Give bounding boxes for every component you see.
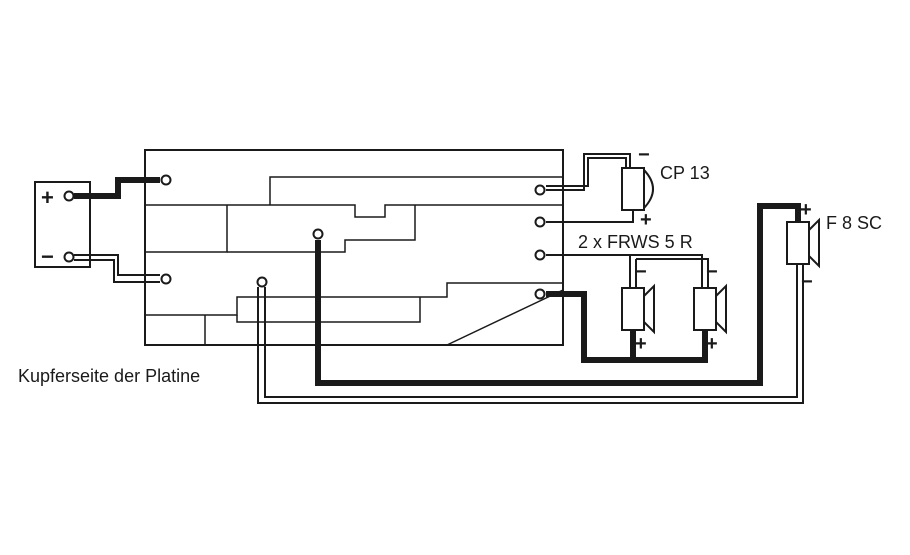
pad-tweeter-plus (534, 216, 546, 228)
midrange-right-body (693, 287, 717, 331)
pad-tweeter-minus (534, 184, 546, 196)
input-plus-sign: + (41, 185, 54, 210)
mid-wire-minus-a (546, 254, 703, 288)
input-terminal: + − (34, 181, 91, 269)
mid-wire-minus-d (636, 258, 709, 288)
tweeter-wire-minus-b (546, 157, 627, 187)
tweeter-wire-plus (546, 210, 634, 223)
pcb-trace-diagonal (446, 289, 564, 346)
pcb-trace-d (227, 205, 416, 253)
input-wire-minus-b (74, 259, 160, 283)
woofer-cone (808, 217, 820, 269)
pcb-caption: Kupferseite der Platine (18, 366, 200, 386)
tweeter-cp13: − + CP 13 (621, 144, 710, 231)
pad-mid-plus (534, 288, 546, 300)
tweeter-dome (643, 169, 654, 209)
pcb-trace-a (145, 204, 563, 218)
input-wire-minus-a (74, 254, 160, 276)
woofer-minus-sign: − (801, 271, 813, 293)
woofer-f8sc: + − F 8 SC (786, 199, 882, 293)
pcb-trace-c (145, 205, 228, 253)
midrange-left-minus-sign: − (635, 261, 647, 283)
pad-input-minus (160, 273, 172, 285)
pad-woofer-return (256, 276, 268, 288)
tweeter-wire-minus-a (546, 153, 631, 191)
pad-woofer-out (312, 228, 324, 240)
pad-mid-minus (534, 249, 546, 261)
label-f8sc: F 8 SC (826, 213, 882, 233)
woofer-body (786, 221, 810, 265)
midrange-left-cone (643, 283, 655, 335)
woofer-plus-sign: + (800, 199, 812, 221)
label-frws: 2 x FRWS 5 R (578, 232, 693, 252)
mid-wire-plus (546, 291, 708, 363)
pcb-trace-b (269, 176, 563, 205)
woofer-wire-minus-b (264, 264, 798, 398)
tweeter-plus-sign: + (640, 209, 652, 231)
tweeter-body (621, 167, 645, 211)
pcb-outline (144, 149, 564, 346)
pad-input-plus (160, 174, 172, 186)
input-terminal-pad-plus (63, 190, 75, 202)
pcb-board (144, 149, 564, 346)
midrange-right-minus-sign: − (706, 261, 718, 283)
input-wire-plus (74, 177, 160, 199)
pcb-trace-g (236, 297, 421, 323)
tweeter-minus-sign: − (638, 144, 650, 166)
midrange-right-cone (715, 283, 727, 335)
woofer-wire-plus (315, 203, 801, 386)
midrange-left-body (621, 287, 645, 331)
pcb-trace-e (145, 252, 564, 316)
midrange-right: − + (693, 261, 727, 355)
midrange-left: − + (621, 261, 655, 355)
input-minus-sign: − (41, 244, 54, 269)
input-terminal-box (34, 181, 91, 268)
woofer-wire-minus-a (257, 264, 804, 404)
input-terminal-pad-minus (63, 251, 75, 263)
midrange-right-plus-sign: + (706, 333, 718, 355)
label-cp13: CP 13 (660, 163, 710, 183)
midrange-left-plus-sign: + (635, 333, 647, 355)
